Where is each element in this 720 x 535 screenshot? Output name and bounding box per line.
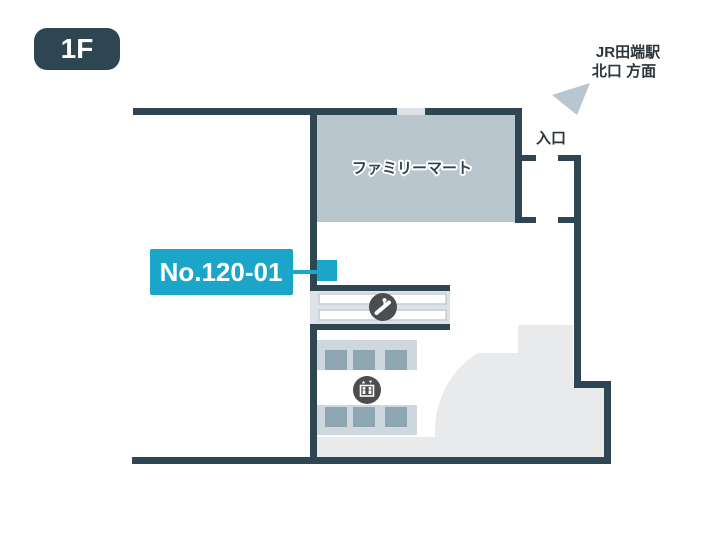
open-floor-area (317, 325, 604, 457)
escalator-icon (369, 293, 397, 321)
location-badge (150, 249, 293, 295)
location-marker: No.120-01 (150, 249, 337, 295)
station-direction-line2: 北口 方面 (592, 62, 656, 80)
station-direction: JR田端駅 北口 方面 (592, 43, 661, 80)
direction-arrow-icon (552, 83, 590, 115)
wall-segment-store-right (515, 108, 522, 222)
escalator-rail-bottom (310, 324, 450, 330)
escalator-area (310, 285, 450, 330)
location-connector-line (290, 270, 318, 274)
wall-segment-entrance-top-right (558, 155, 581, 161)
escalator-rail-top (310, 285, 450, 291)
wall-segment-entrance-bottom-right (558, 217, 581, 223)
wall-segment-right-upper (574, 155, 581, 388)
wall-segment-top-right (425, 108, 522, 115)
elevator-doors-bottom (325, 407, 407, 427)
location-badge-label: No.120-01 (160, 257, 283, 287)
floor-badge: 1F (34, 28, 120, 70)
floor-badge-label: 1F (61, 33, 94, 64)
wall-segment-right-jog (574, 381, 611, 388)
entrance-label: 入口 (536, 130, 566, 147)
station-direction-line1: JR田端駅 (596, 43, 661, 61)
wall-segment-entrance-top-left (515, 155, 536, 161)
elevator-doors-top (325, 350, 407, 370)
elevator-icon (353, 376, 381, 404)
wall-segment-top-left (133, 108, 397, 115)
elevator-area (317, 340, 417, 435)
door-gap-top (397, 108, 425, 115)
wall-segment-bottom (132, 457, 611, 464)
wall-segment-entrance-bottom-left (515, 217, 536, 223)
wall-segment-right-lower (604, 381, 611, 464)
floor-badge-background (34, 28, 120, 70)
familymart-label: ファミリーマート (352, 160, 472, 177)
location-marker-square (317, 260, 337, 281)
familymart-area (317, 115, 515, 222)
